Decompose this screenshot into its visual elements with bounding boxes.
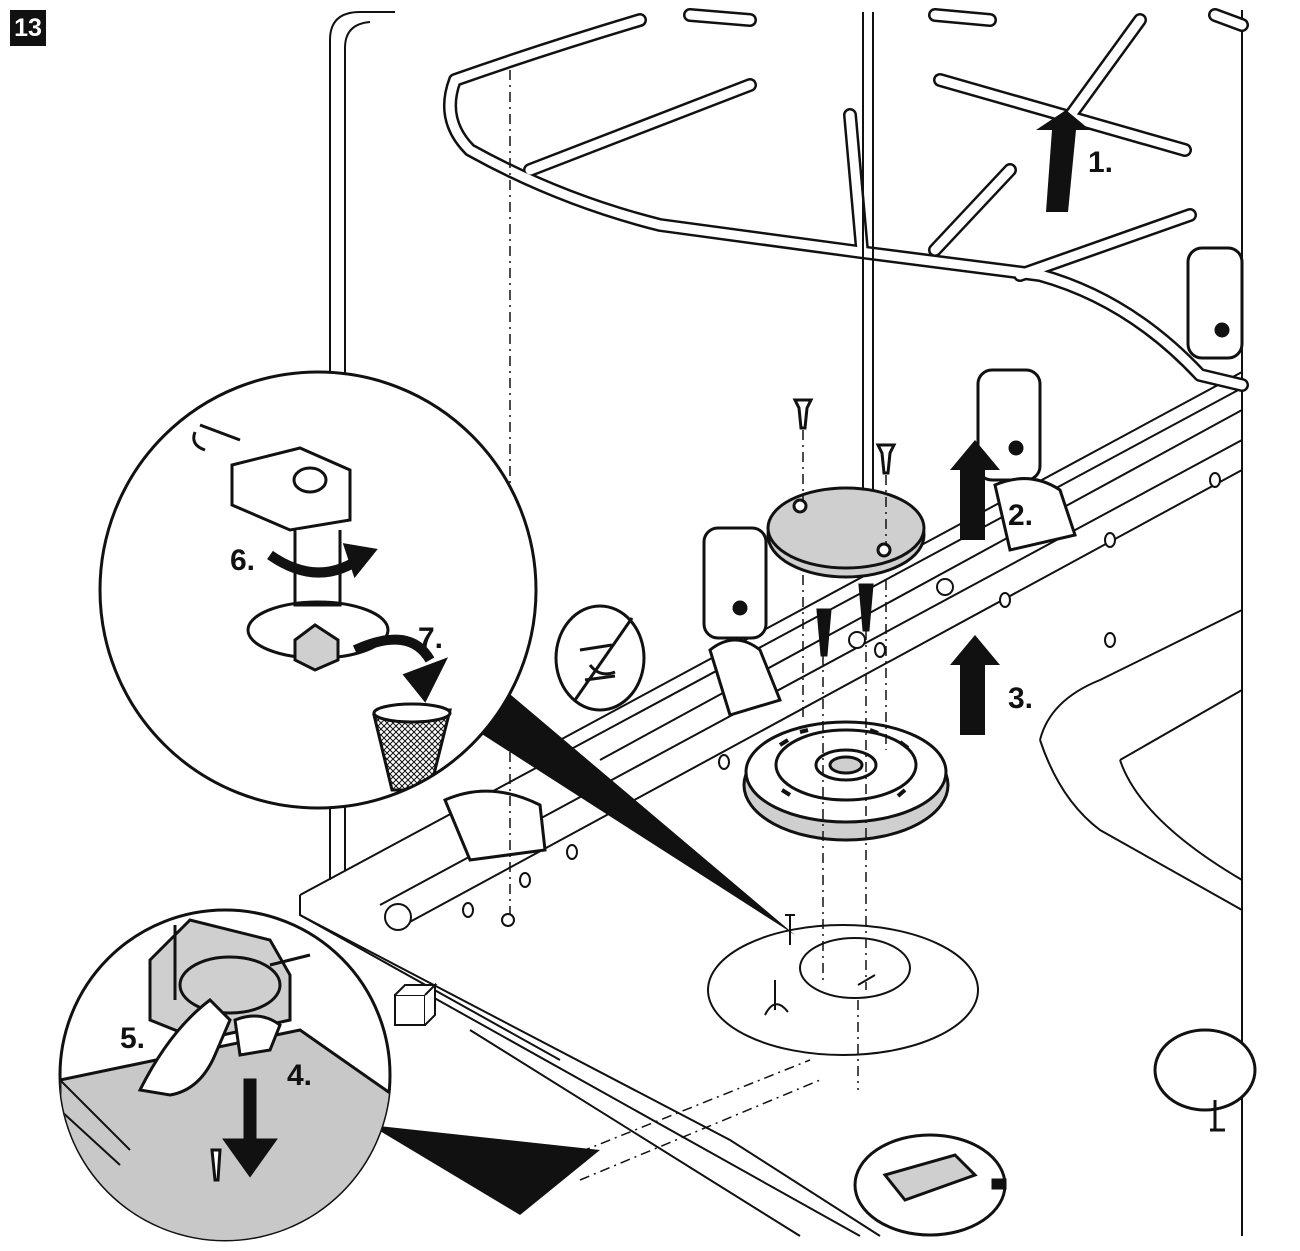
flame-spreader-screws: [816, 583, 874, 657]
step-2-label: 2.: [1008, 499, 1033, 532]
flame-spreader: [742, 720, 950, 842]
control-knob: [853, 1028, 1257, 1237]
zoom-callout-injector: 6. 7.: [98, 370, 538, 810]
step-6-label: 6.: [230, 544, 255, 577]
zoom-pointer: [370, 690, 795, 1215]
cap-screws: [792, 398, 897, 475]
step-1-label: 1.: [1088, 146, 1113, 179]
back-panel: [329, 11, 395, 880]
step-5-label: 5.: [120, 1022, 145, 1055]
burner-base: [707, 914, 979, 1056]
ignition-connector: [394, 982, 438, 1026]
step-7-label: 7.: [418, 622, 443, 655]
figure-number-badge: 13: [10, 10, 46, 46]
step-4-label: 4.: [287, 1059, 312, 1092]
grate-feet: [443, 246, 1244, 862]
burner-cap: [766, 486, 926, 579]
pan-support-grate-inner: [445, 10, 1247, 390]
no-detergent-icon: [554, 604, 646, 712]
up-arrow-icon: [950, 110, 1090, 735]
surface-holes: [384, 472, 1221, 931]
zoom-callout-underside: 5. 4.: [58, 908, 392, 1242]
step-3-label: 3.: [1008, 682, 1033, 715]
